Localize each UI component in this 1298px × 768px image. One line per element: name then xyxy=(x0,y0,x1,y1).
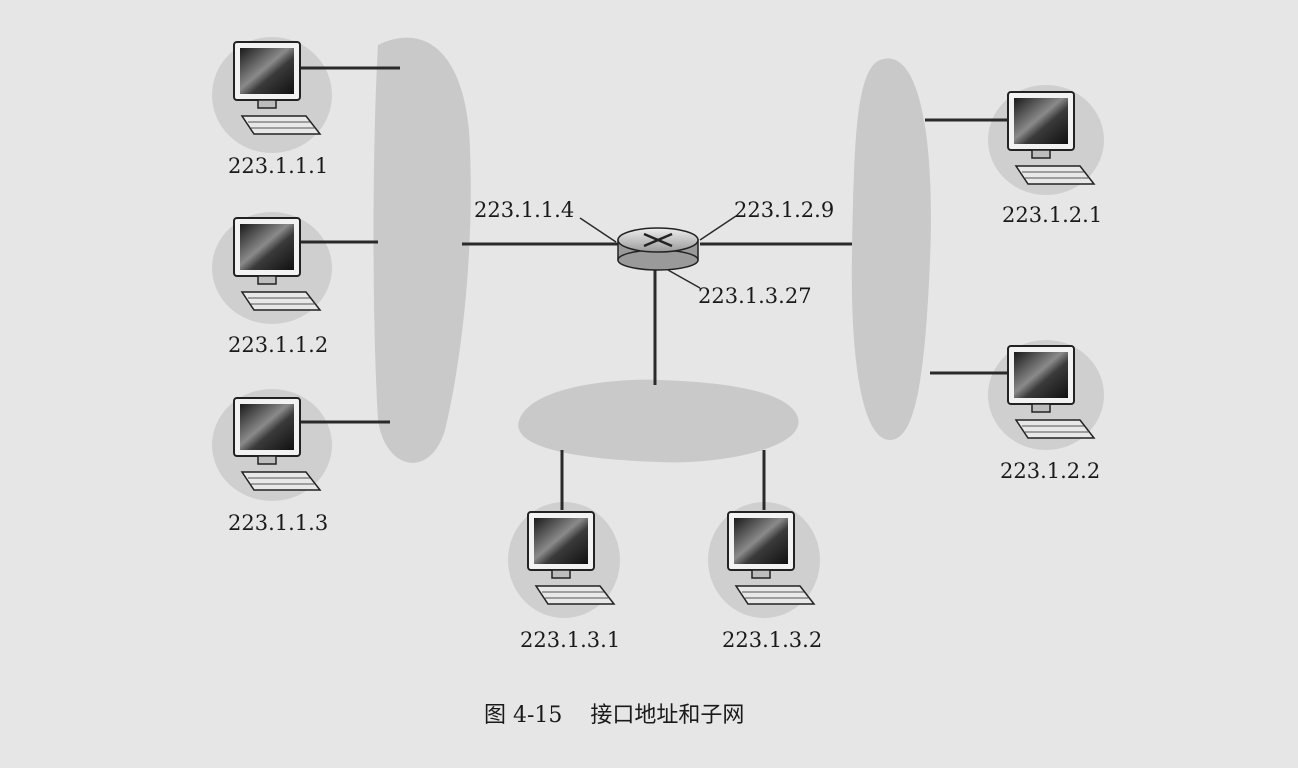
host-label-223-1-2-1: 223.1.2.1 xyxy=(1002,203,1102,227)
host-label-223-1-3-1: 223.1.3.1 xyxy=(520,628,620,652)
host-label-223-1-2-2: 223.1.2.2 xyxy=(1000,459,1100,483)
subnet-3-cloud xyxy=(518,379,799,463)
figure-caption: 图 4-15 接口地址和子网 xyxy=(484,703,744,728)
router-interface-left-label: 223.1.1.4 xyxy=(474,198,574,222)
router-interface-right-label: 223.1.2.9 xyxy=(734,198,834,222)
host-label-223-1-1-2: 223.1.1.2 xyxy=(228,333,328,357)
host-halos xyxy=(212,37,1104,618)
router-interface-bottom-label: 223.1.3.27 xyxy=(698,284,812,308)
subnet-2-cloud xyxy=(851,58,931,441)
router-icon xyxy=(617,227,699,271)
subnet-1-cloud xyxy=(373,37,471,463)
host-label-223-1-3-2: 223.1.3.2 xyxy=(722,628,822,652)
callout-lines xyxy=(579,215,737,289)
links xyxy=(300,66,1012,510)
host-label-223-1-1-1: 223.1.1.1 xyxy=(228,154,328,178)
host-label-223-1-1-3: 223.1.1.3 xyxy=(228,511,328,535)
